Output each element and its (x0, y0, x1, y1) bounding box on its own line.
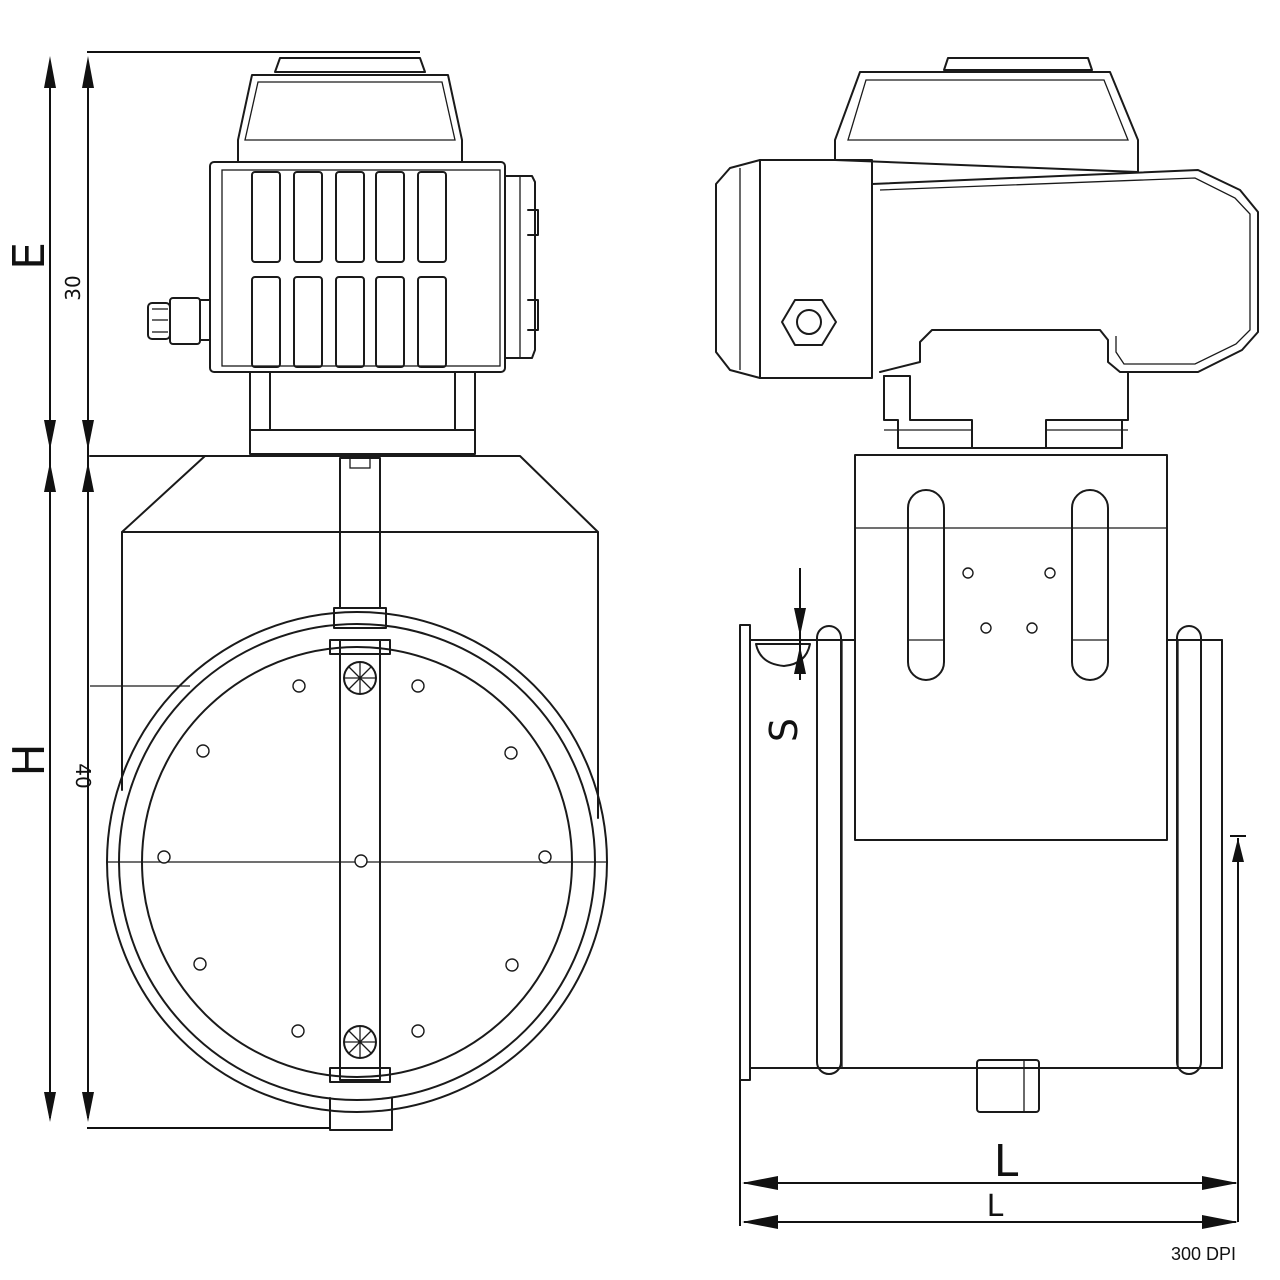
side-mounting-plate (854, 454, 1168, 841)
circular-flange (106, 611, 608, 1131)
dim-h-value: 40 (71, 763, 95, 788)
dimension-l (739, 1080, 1238, 1229)
dim-l-lower-label: L (987, 1189, 1004, 1224)
dim-e-value: 30 (61, 275, 85, 300)
dim-e-label: E (4, 242, 55, 270)
dim-s-label: S (762, 718, 806, 742)
side-actuator-cap (834, 57, 1139, 173)
actuator-body (147, 161, 539, 373)
dimension-e-h (44, 51, 420, 1129)
dimension-s (794, 568, 806, 680)
side-motor-housing (715, 159, 1259, 449)
dim-h-label: H (4, 743, 55, 776)
resolution-note: 300 DPI (1171, 1244, 1236, 1264)
damper-housing (89, 455, 599, 819)
mounting-bracket (249, 371, 476, 455)
dimension-right-vertical (1230, 835, 1246, 1222)
side-view: S L L 300 DPI (715, 57, 1259, 1264)
front-view: E 30 H 40 (4, 51, 608, 1131)
dim-l-upper-label: L (994, 1136, 1019, 1187)
side-duct-body (739, 624, 1223, 1113)
actuator-cap (237, 57, 463, 163)
